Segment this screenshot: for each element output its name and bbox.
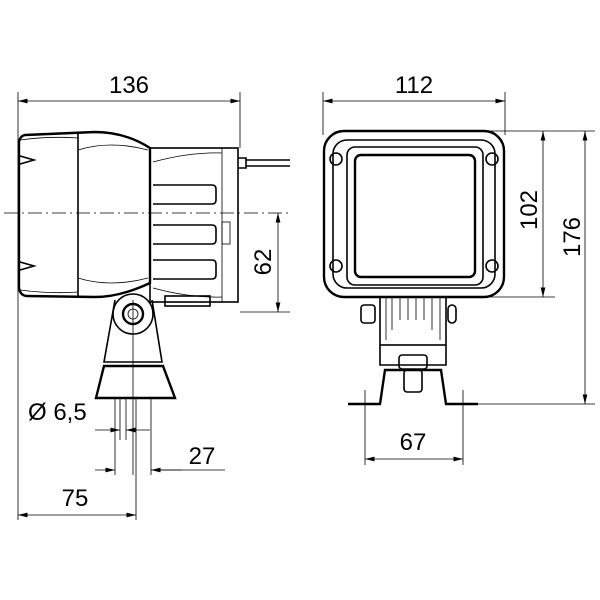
front-view: 112 102 176 67 xyxy=(322,72,595,465)
dimension-176-label: 176 xyxy=(559,217,586,257)
nut xyxy=(403,369,423,393)
heatsink xyxy=(149,147,239,303)
dimension-62-label: 62 xyxy=(250,249,277,276)
cable xyxy=(238,157,290,169)
mount-base xyxy=(94,364,177,400)
dimension-67-label: 67 xyxy=(400,429,427,456)
dimension-112-label: 112 xyxy=(395,72,433,99)
dimension-75-label: 75 xyxy=(62,485,89,512)
rear-heatsink xyxy=(379,296,447,346)
mounting-bracket xyxy=(348,368,478,406)
lamp-housing xyxy=(17,130,152,299)
dimension-27-label: 27 xyxy=(189,443,216,470)
screw-icons xyxy=(329,152,499,273)
side-view: 136 62 Ø 6,5 27 75 xyxy=(4,72,290,520)
dimension-102-label: 102 xyxy=(516,190,543,230)
dimension-bore-label: Ø 6,5 xyxy=(28,399,87,426)
dimension-136-label: 136 xyxy=(109,72,149,99)
lens xyxy=(353,153,477,279)
